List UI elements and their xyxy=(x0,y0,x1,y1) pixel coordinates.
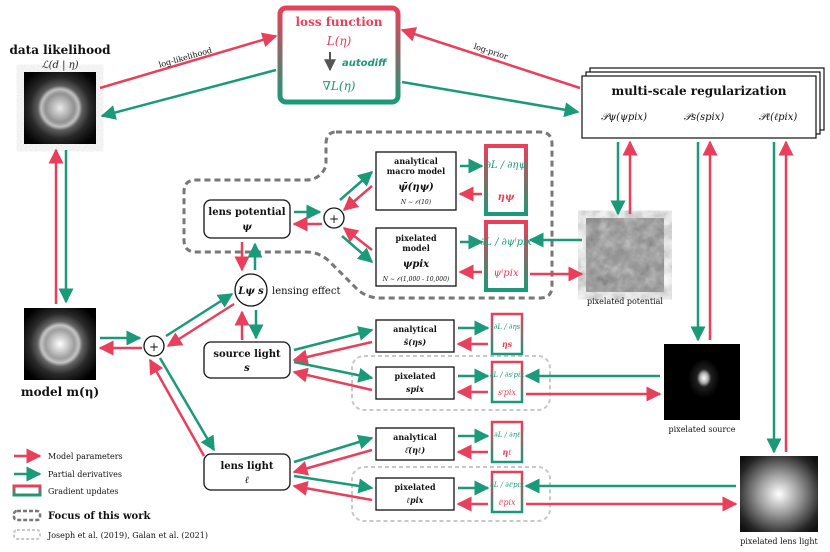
pixelated-source-image xyxy=(664,344,740,420)
data-likelihood-title: data likelihood xyxy=(10,43,112,57)
svg-text:ηℓ: ηℓ xyxy=(502,447,512,457)
s-analytical-grad-box xyxy=(490,312,524,356)
svg-text:ψ̄(ηψ): ψ̄(ηψ) xyxy=(398,182,434,193)
legend-prior-work: Joseph et al. (2019), Galan et al. (2021… xyxy=(47,531,208,540)
reg-term-psi: 𝒫ψ(ψpix) xyxy=(601,112,647,123)
lensing-operator-node xyxy=(234,273,268,307)
psi-pixelated-box xyxy=(375,227,457,287)
prior-work-region-source xyxy=(351,355,551,411)
svg-text:model: model xyxy=(402,243,430,253)
svg-text:analytical: analytical xyxy=(393,432,437,442)
svg-text:ηs: ηs xyxy=(502,339,513,349)
sum-node-potential xyxy=(323,207,345,229)
pixelated-lens-light-label: pixelated lens light xyxy=(740,537,818,546)
svg-text:N ∼ 𝒪(10): N ∼ 𝒪(10) xyxy=(400,199,432,206)
svg-text:ψⁱpix: ψⁱpix xyxy=(493,268,518,279)
source-light-node xyxy=(203,341,291,379)
model-label: model m(η) xyxy=(21,385,99,399)
legend-partial-derivatives: Partial derivatives xyxy=(48,470,122,479)
svg-text:+: + xyxy=(149,340,159,354)
l-pixelated-grad-box xyxy=(490,470,524,514)
svg-text:spix: spix xyxy=(406,384,424,394)
svg-text:pixelated: pixelated xyxy=(394,482,436,492)
svg-text:macro model: macro model xyxy=(387,166,445,176)
svg-text:∂L / ∂ηs: ∂L / ∂ηs xyxy=(494,323,521,331)
lens-potential-symbol: ψ xyxy=(242,222,252,233)
s-analytical-box xyxy=(375,319,455,353)
source-light-symbol: s xyxy=(244,363,250,374)
l-analytical-box xyxy=(375,427,455,461)
svg-text:analytical: analytical xyxy=(393,324,437,334)
svg-text:pixelated: pixelated xyxy=(394,371,436,381)
svg-text:∂L / ∂ηℓ: ∂L / ∂ηℓ xyxy=(494,431,520,439)
lens-light-title: lens light xyxy=(220,461,273,472)
svg-text:∂L / ∂ℓⁱpix: ∂L / ∂ℓⁱpix xyxy=(490,481,524,489)
loss-function-title: loss function xyxy=(296,15,383,29)
legend-gradient-updates: Gradient updates xyxy=(48,487,119,496)
autodiff-label: autodiff xyxy=(342,58,388,69)
svg-text:∂L / ∂ψⁱpix: ∂L / ∂ψⁱpix xyxy=(480,237,532,248)
svg-text:analytical: analytical xyxy=(394,156,438,166)
l-pixelated-box xyxy=(375,477,455,511)
regularization-title: multi-scale regularization xyxy=(612,84,787,98)
model-image xyxy=(24,308,96,380)
source-light-title: source light xyxy=(213,349,281,360)
focus-region-outline xyxy=(182,130,554,300)
psi-pixelated-grad-box xyxy=(484,220,528,292)
lens-light-symbol: ℓ xyxy=(245,475,249,486)
svg-text:ℓⁱpix: ℓⁱpix xyxy=(498,498,516,507)
svg-text:sⁱpix: sⁱpix xyxy=(498,388,516,397)
lensing-effect-label: lensing effect xyxy=(272,286,340,297)
psi-analytical-grad-box xyxy=(484,144,528,216)
lens-potential-node xyxy=(203,199,291,239)
svg-text:ψpix: ψpix xyxy=(403,259,430,270)
reg-term-l: 𝒫ℓ(ℓpix) xyxy=(759,112,798,123)
svg-text:ηψ: ηψ xyxy=(498,192,515,203)
pixelated-source-label: pixelated source xyxy=(669,425,736,434)
svg-text:∂L / ∂sⁱpix: ∂L / ∂sⁱpix xyxy=(490,371,524,379)
data-image xyxy=(24,72,96,144)
lens-light-node xyxy=(203,453,291,491)
legend-focus: Focus of this work xyxy=(48,511,151,522)
svg-text:Lψ s: Lψ s xyxy=(237,286,264,297)
s-pixelated-box xyxy=(375,366,455,400)
pixelated-potential-label: pixelated potential xyxy=(587,297,663,306)
pixelated-lens-light-image xyxy=(740,456,818,532)
l-analytical-grad-box xyxy=(490,420,524,464)
s-pixelated-grad-box xyxy=(490,360,524,404)
svg-text:s̄(ηs): s̄(ηs) xyxy=(404,337,427,347)
regularization-box xyxy=(581,75,817,139)
data-likelihood-formula: ℒ(d | η) xyxy=(41,60,78,71)
psi-analytical-box xyxy=(375,151,457,211)
svg-text:ℓpix: ℓpix xyxy=(407,495,424,505)
lens-potential-title: lens potential xyxy=(208,207,285,218)
legend: Model parameters Partial derivatives Gra… xyxy=(12,448,208,540)
pixelated-potential-image xyxy=(586,218,664,292)
svg-text:+: + xyxy=(329,212,339,226)
loss-function-box xyxy=(277,5,401,105)
svg-text:pixelated: pixelated xyxy=(395,233,437,243)
loss-function-L: L(η) xyxy=(326,34,352,48)
svg-text:N ∼ 𝒪(1,000 - 10,000): N ∼ 𝒪(1,000 - 10,000) xyxy=(382,276,450,283)
svg-text:∂L / ∂ηψ: ∂L / ∂ηψ xyxy=(486,160,527,171)
loss-gradient: ∇L(η) xyxy=(323,79,356,93)
prior-work-region-lens-light xyxy=(351,466,551,522)
reg-term-s: 𝒫s(spix) xyxy=(684,112,725,123)
svg-text:ℓ̄(ηℓ): ℓ̄(ηℓ) xyxy=(405,445,425,455)
sum-node-model xyxy=(143,335,165,357)
legend-model-parameters: Model parameters xyxy=(48,452,123,461)
